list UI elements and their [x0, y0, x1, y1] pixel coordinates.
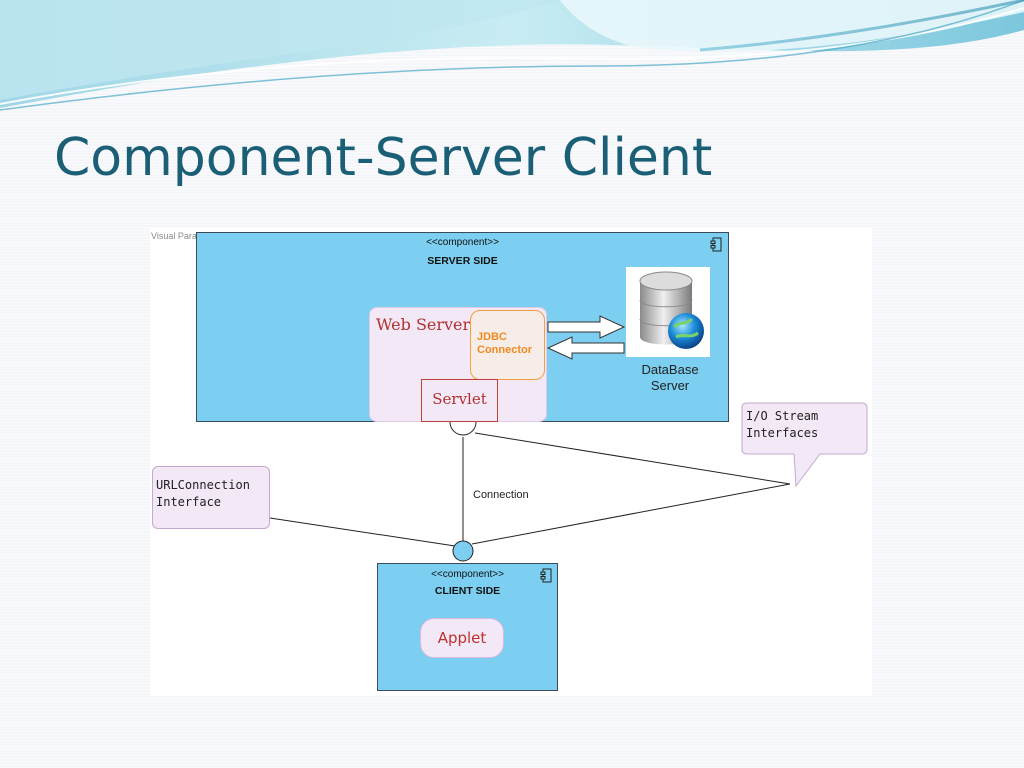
io-note-line1: I/O Stream: [746, 409, 819, 423]
client-name: CLIENT SIDE: [434, 585, 501, 597]
component-icon: [540, 568, 552, 583]
arrow-from-database: [546, 336, 625, 360]
component-icon: [710, 237, 722, 252]
io-stream-note-text: I/O Stream Interfaces: [743, 404, 866, 453]
slide-title: Component-Server Client: [54, 128, 713, 188]
applet-label: Applet: [437, 629, 487, 647]
io-note-anchor-bottom: [471, 483, 791, 545]
web-server-label: Web Server: [376, 315, 471, 334]
url-note-line2: Interface: [156, 495, 222, 509]
servlet-box: Servlet: [421, 379, 498, 422]
database-label: DataBase Server: [620, 362, 720, 394]
jdbc-connector-box: JDBC Connector: [470, 310, 545, 380]
server-name: SERVER SIDE: [427, 255, 498, 267]
servlet-label: Servlet: [432, 390, 487, 408]
client-interface-ball: [452, 540, 474, 562]
url-note-line1: URLConnection: [156, 478, 250, 492]
io-stream-note-shape: [741, 402, 868, 488]
jdbc-line2: Connector: [477, 344, 532, 356]
jdbc-line1: JDBC: [477, 331, 507, 343]
url-note-anchor: [269, 517, 456, 547]
arrow-to-database: [547, 315, 626, 339]
server-interface-socket: [449, 421, 477, 436]
database-line2: Server: [650, 378, 690, 393]
server-stereotype: <<component>>: [426, 237, 499, 248]
io-note-anchor-top: [474, 432, 791, 485]
header-waves-decoration: [0, 0, 1024, 111]
io-note-line2: Interfaces: [746, 426, 819, 440]
database-line1: DataBase: [641, 362, 699, 377]
url-connection-note: URLConnection Interface: [152, 466, 270, 529]
applet-box: Applet: [420, 618, 504, 658]
client-stereotype: <<component>>: [431, 569, 504, 580]
connection-label: Connection: [473, 489, 529, 501]
database-icon: [626, 267, 710, 357]
